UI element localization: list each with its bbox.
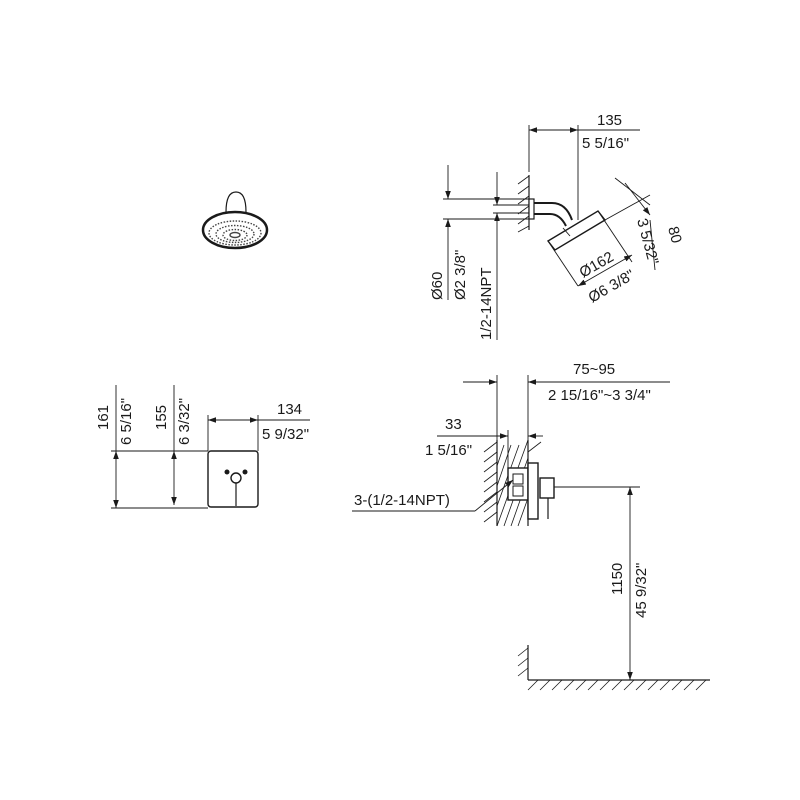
plate-height-outer-in: 6 5/16" (118, 398, 135, 445)
shower-arm-side-view (443, 175, 607, 251)
shower-head-thumbnail (201, 191, 269, 250)
thread-spec: 1/2-14NPT (478, 267, 495, 340)
arm-reach-in: 5 5/16" (582, 135, 629, 152)
valve-ports: 3-(1/2-14NPT) (354, 492, 450, 509)
valve-depth-in: 1 5/16" (425, 442, 472, 459)
valve-dimensions: 75~95 2 15/16"~3 3/4" 33 1 5/16" 3-(1/2-… (352, 361, 670, 680)
trim-plate-dimensions: 161 6 5/16" 155 6 3/32" 134 5 9/32" (95, 385, 310, 508)
plate-width-mm: 134 (277, 401, 302, 418)
plate-height-inner-in: 6 3/32" (176, 398, 193, 445)
plate-width-in: 5 9/32" (262, 426, 309, 443)
flange-dia-in: Ø2 3/8" (452, 250, 469, 300)
wall-range-in: 2 15/16"~3 3/4" (548, 387, 651, 404)
valve-height-in: 45 9/32" (633, 563, 650, 618)
head-drop-in: 3 5/32" (633, 217, 662, 267)
plate-height-outer-mm: 161 (95, 405, 112, 430)
valve-depth-mm: 33 (445, 416, 462, 433)
arm-dimensions: 135 5 5/16" Ø60 Ø2 3/8" 1/2-14NPT Ø162 Ø… (429, 112, 685, 340)
wall-range-mm: 75~95 (573, 361, 615, 378)
valve-height-mm: 1150 (609, 563, 626, 595)
arm-reach-mm: 135 (597, 112, 622, 129)
valve-install-view (483, 439, 710, 691)
flange-dia-mm: Ø60 (429, 272, 446, 300)
head-drop-mm: 80 (664, 225, 685, 246)
plate-height-inner-mm: 155 (153, 405, 170, 430)
